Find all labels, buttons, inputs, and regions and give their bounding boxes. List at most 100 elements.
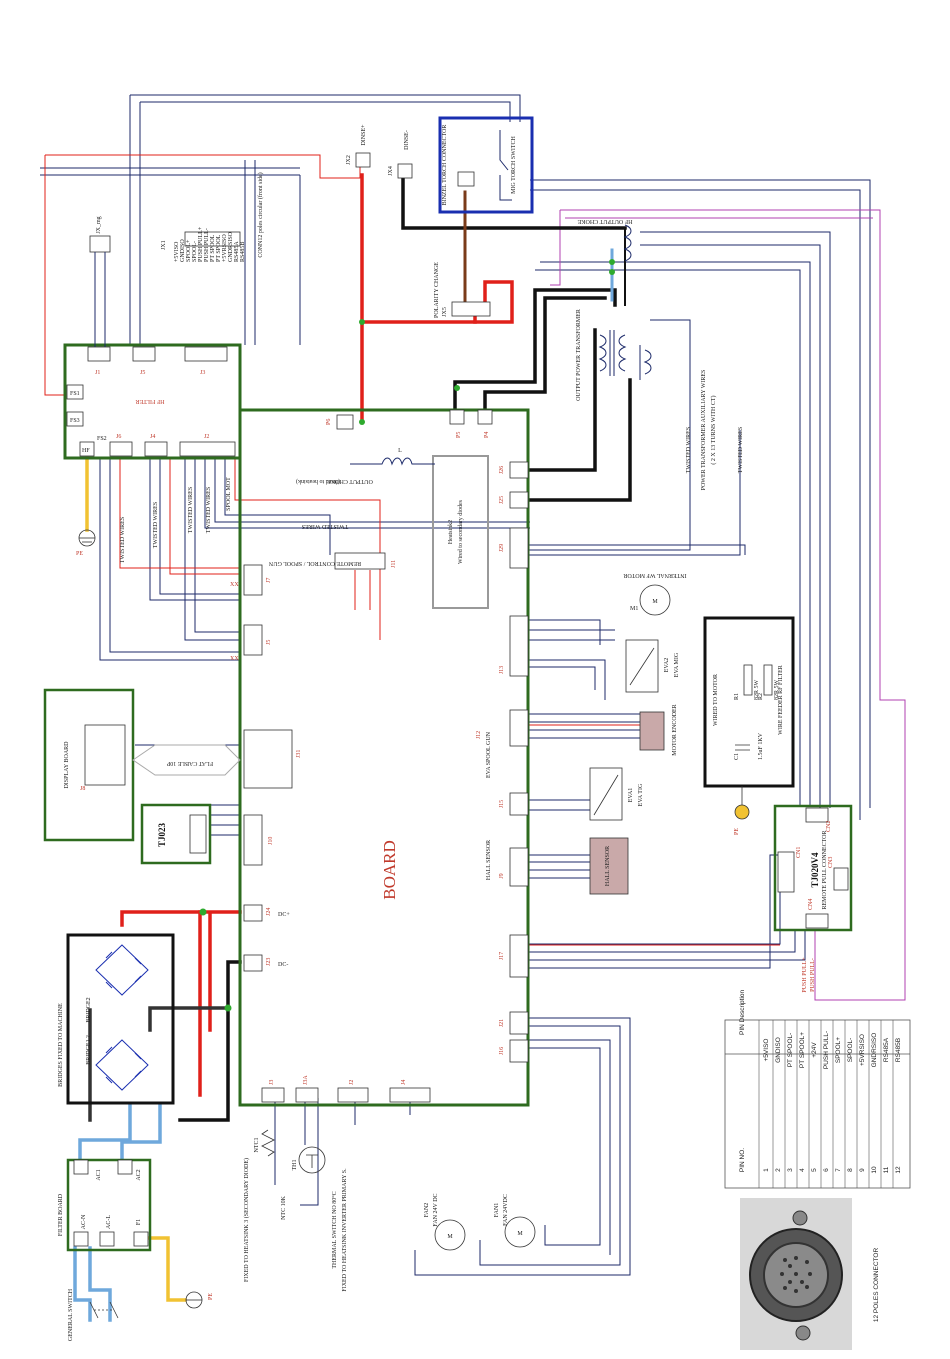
power-transformer-label: POWER TRANSFORMER AUXILIARY WIRES <box>701 370 707 491</box>
tj023-label: TJ023 <box>157 823 167 848</box>
svg-text:PUSH PULL+: PUSH PULL+ <box>198 226 204 262</box>
fan1-value: FAN 24VDC <box>503 1194 509 1226</box>
polarity-label: POLARITY CHANGE <box>434 262 440 318</box>
r1-resistor <box>743 664 753 696</box>
pin-table-cell-desc: PT SPOOL+ <box>799 1032 806 1068</box>
power-transformer <box>598 330 652 380</box>
hf-j5: J5 <box>140 370 145 376</box>
svg-text:RS485A: RS485A <box>234 241 240 262</box>
filter-board-connectors <box>73 1159 149 1247</box>
filter-board-label: FILTER BOARD <box>58 1193 64 1236</box>
power-wires <box>73 173 632 1322</box>
ntc-resistor-icon <box>261 1129 275 1157</box>
tj023-connector <box>189 814 207 854</box>
board-left-connectors <box>243 552 431 1103</box>
fan2-label: FAN2 <box>424 1203 430 1218</box>
bridges-fixed-label: BRIDGES FIXED TO MACHINE <box>58 1003 64 1087</box>
j15-label: J15 <box>499 800 505 808</box>
pin-table-cell-no: 3 <box>787 1168 794 1172</box>
jx5-label: JX5 <box>442 307 448 317</box>
jx4-label: JX4 <box>388 166 394 176</box>
jx1-connector <box>184 231 241 247</box>
svg-text:M: M <box>447 1234 453 1240</box>
j10-label: J10 <box>268 837 274 845</box>
pin-table-cell-desc: +24V <box>811 1042 818 1058</box>
acn-label: AC-N <box>81 1214 87 1229</box>
j13-label: J13 <box>499 666 505 674</box>
eva-spool-label: EVA SPOOL GUN <box>486 731 492 778</box>
pe-ground-icon-2 <box>185 1291 203 1309</box>
thermal-switch-label: THERMAL SWITCH NO 80°C <box>331 1191 338 1268</box>
fixed-hs3-label: FIXED TO HEATSINK 3 (SECONDARY DIODE) <box>243 1158 250 1282</box>
tj023-board <box>140 803 212 865</box>
j7-label: J7 <box>266 578 272 583</box>
j8-label: J8 <box>80 786 85 792</box>
pin-table-cell-desc: PUSH PULL- <box>823 1031 830 1069</box>
heatsink2-label: Heatsink2 <box>448 520 454 544</box>
j29-label: J29 <box>499 544 505 552</box>
j17-label: J17 <box>499 952 505 960</box>
bridges-box <box>66 933 175 1105</box>
pin-table-cell-desc: +5VISO <box>763 1039 770 1062</box>
heatsink2-note: Wired to secondary diodes <box>458 499 464 564</box>
ntc-value-label: NTC 10K <box>281 1195 287 1220</box>
p6-label: P6 <box>326 419 332 425</box>
svg-text:RS485B: RS485B <box>240 242 246 262</box>
svg-text:SPOOL-: SPOOL- <box>192 241 198 262</box>
display-board <box>43 688 135 842</box>
turns-label: ( 2 X 13 TURNS WITH CT) <box>710 395 717 464</box>
j23-label: J23 <box>266 958 272 966</box>
output-choke-note: (fixed to heatsink) <box>296 478 340 485</box>
general-switch-icon <box>89 1301 119 1319</box>
svg-text:PT SPOOL: PT SPOOL <box>216 234 222 262</box>
wire-feeder-filter-box <box>703 616 795 788</box>
choke-l-label: L <box>398 448 402 454</box>
twisted-wires-7: TWISTED WIRES <box>302 523 348 529</box>
pin-table-header-desc: PIN Description <box>739 989 746 1035</box>
fan1-label: FAN1 <box>494 1203 500 1218</box>
heatsink2-box <box>432 455 489 609</box>
jx10-connector <box>457 171 475 187</box>
spool-mot-label: SPOOL MOT <box>226 477 232 511</box>
cn4-label: CN4 <box>808 899 814 910</box>
p6-connector <box>336 414 354 430</box>
cn2-label: CN2 <box>826 821 832 832</box>
pin-table-cell-no: 11 <box>883 1166 890 1173</box>
j25-label: J25 <box>499 496 505 504</box>
jx1-label: JX1 <box>161 240 167 250</box>
j4b-label: J4 <box>401 1080 407 1085</box>
output-choke-coil <box>350 457 435 466</box>
j3b-label: J3 <box>269 1080 275 1085</box>
ac1-label: AC1 <box>96 1169 102 1180</box>
bridge2-label: BRIDGE2 <box>86 997 92 1022</box>
j9-label: J9 <box>499 873 505 878</box>
eva-mig-label: EVA MIG <box>674 652 680 677</box>
fixed-hs-inv-label: FIXED TO HEATSINK INVERTER PRIMARY S. <box>342 1168 348 1292</box>
hf-j2: J2 <box>204 434 209 440</box>
wire-feeder-label: WIRE FEEDER RF FILTER <box>778 665 784 735</box>
board-title: BOARD <box>380 840 399 900</box>
pe-ground-icon-3 <box>734 786 750 820</box>
svg-text:+5VRSISO: +5VRSISO <box>222 234 228 262</box>
svg-text:GNDISO: GNDISO <box>180 239 186 262</box>
motor-m1-icon <box>639 584 671 616</box>
j5b-label: J5 <box>266 640 272 645</box>
pin-table-cell-no: 2 <box>775 1168 782 1172</box>
j24-label: J24 <box>266 908 272 916</box>
c1-label: C1 <box>734 753 740 760</box>
pin-table-cell-no: 12 <box>895 1166 902 1174</box>
hf-j1: J1 <box>95 370 100 376</box>
hall-sensor-label: HALL SENSOR <box>605 846 611 886</box>
svg-text:PT SPOOL: PT SPOOL <box>210 234 216 262</box>
pin-table-cell-no: 8 <box>847 1168 854 1172</box>
r2-value: 82R 5W <box>774 679 780 700</box>
c1-capacitor <box>735 744 750 751</box>
p4-label: P4 <box>484 432 490 438</box>
control-wires <box>40 94 871 1276</box>
j16-label: J16 <box>499 1047 505 1055</box>
twisted-wires-1: TWISTED WIRES <box>686 427 692 473</box>
pin-table-cell-desc: SPOOL+ <box>835 1037 842 1063</box>
dc-plus-label: DC+ <box>278 912 290 918</box>
dinse-plus-label: DINSE+ <box>361 124 367 146</box>
